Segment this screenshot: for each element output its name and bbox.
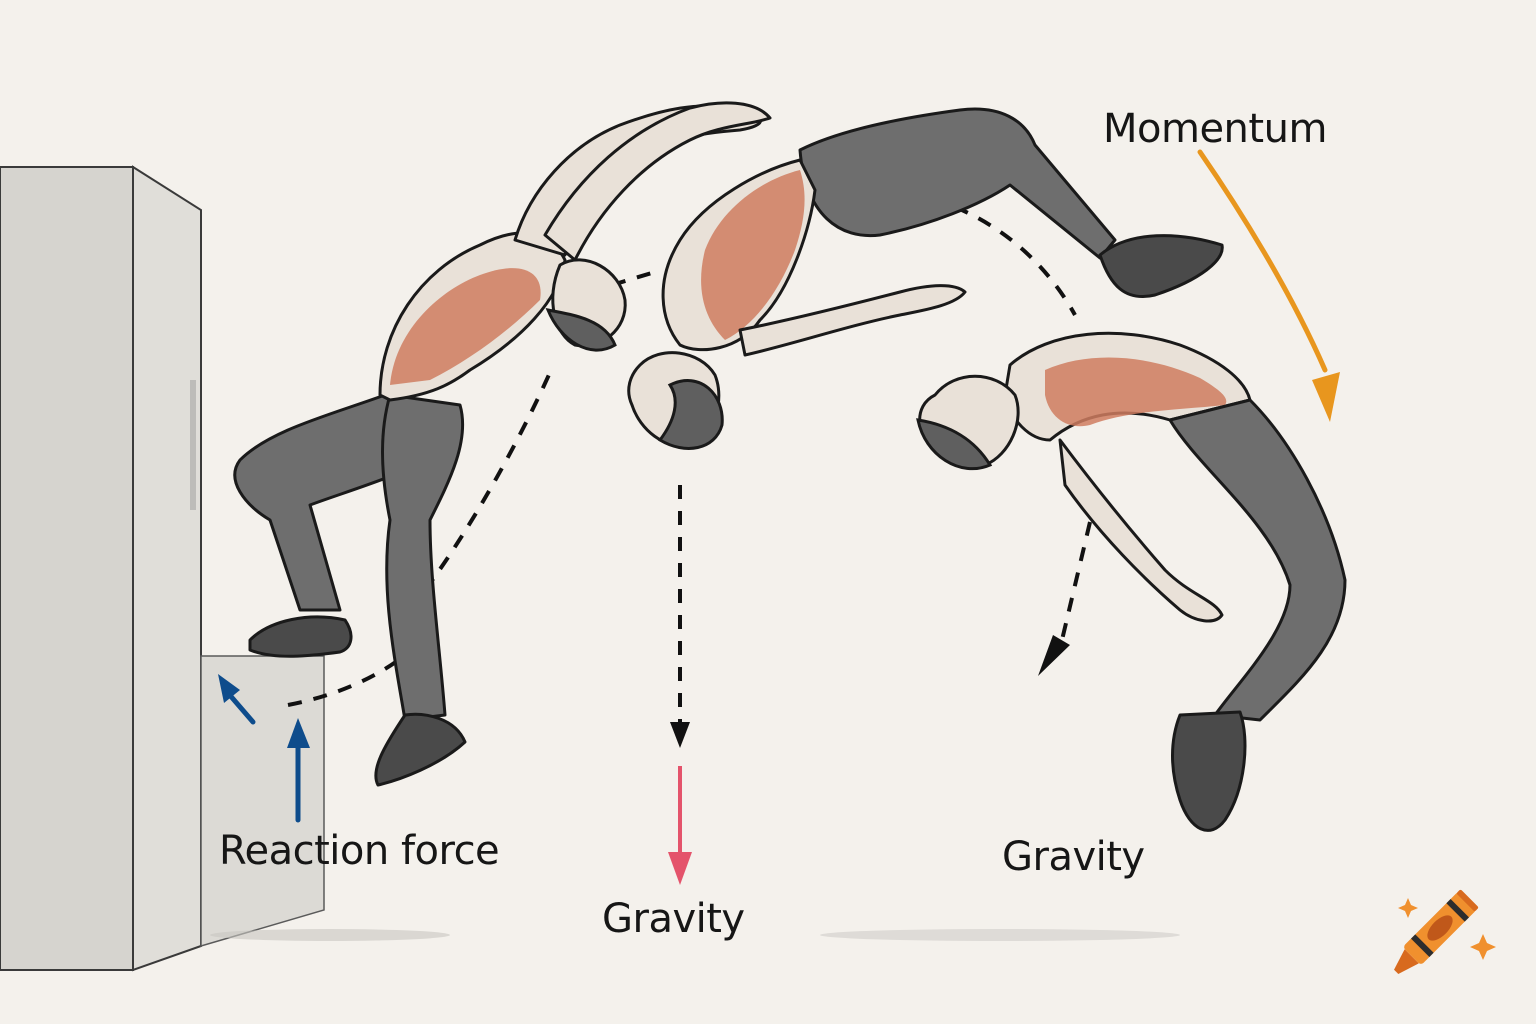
gravity-arrow-mid	[668, 485, 692, 885]
sparkle-icon	[1398, 898, 1496, 960]
reaction-force-arrows	[218, 674, 310, 823]
reaction-force-label: Reaction force	[219, 828, 500, 874]
wall-block	[0, 165, 1180, 972]
crayon-logo-icon	[1394, 889, 1479, 974]
figure-inverted	[627, 107, 1224, 450]
figure-landing	[916, 331, 1347, 832]
trajectory-path-2	[423, 367, 554, 592]
gravity-label-right: Gravity	[1002, 834, 1145, 880]
gravity-label-mid: Gravity	[602, 896, 745, 942]
figure-takeoff	[233, 101, 772, 787]
momentum-arrow	[1197, 149, 1340, 422]
momentum-label: Momentum	[1103, 106, 1327, 152]
gravity-arrow-right	[1038, 521, 1092, 676]
trajectory-path-4	[954, 205, 1077, 316]
